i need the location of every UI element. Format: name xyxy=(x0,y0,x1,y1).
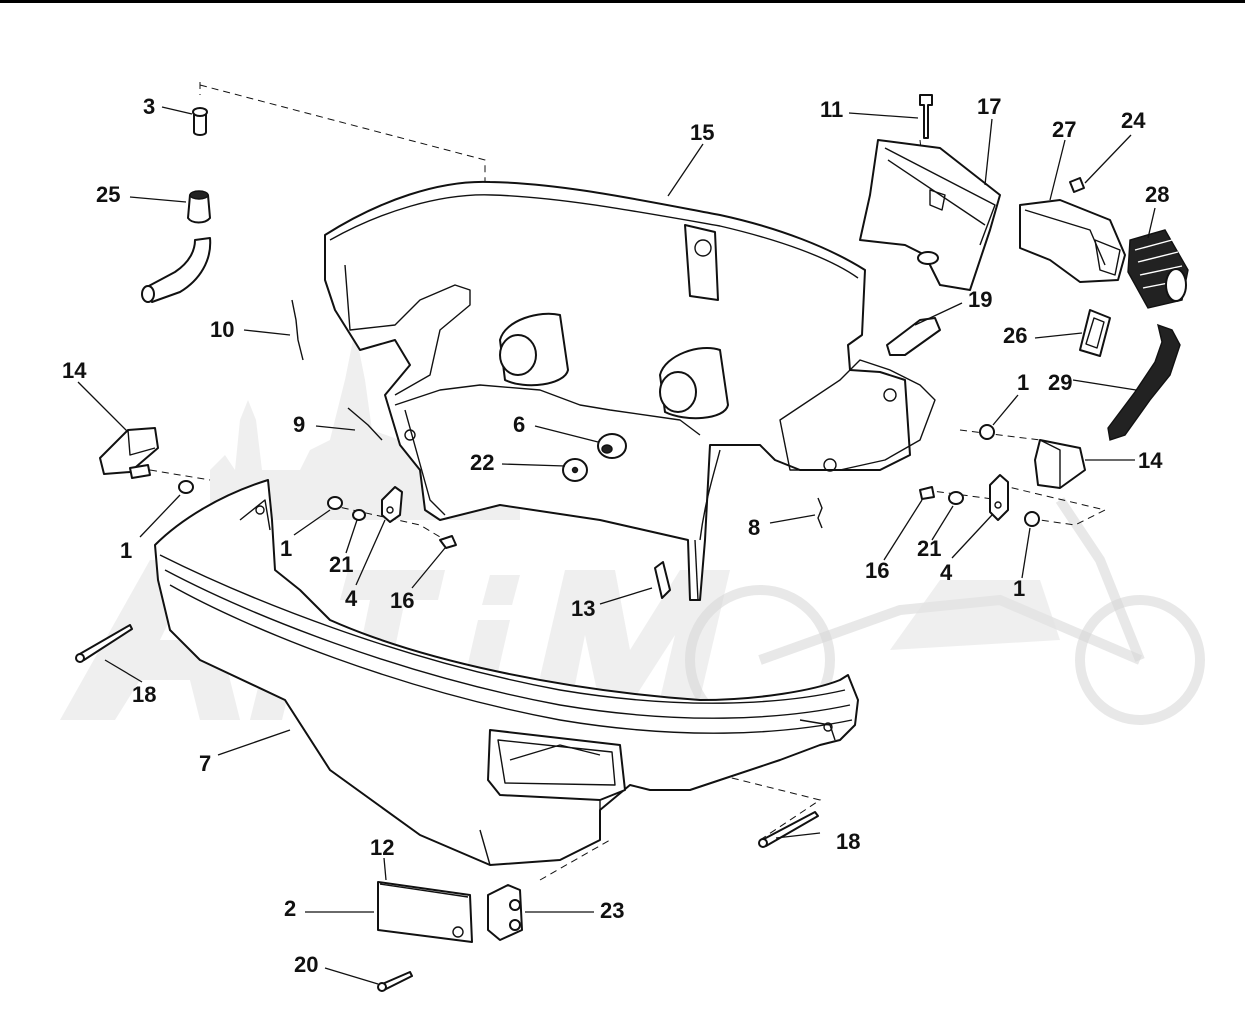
part-16-screw-left xyxy=(439,535,457,549)
part-1-bushing-right-b xyxy=(1024,511,1040,527)
callout-26: 26 xyxy=(1003,323,1027,348)
callout-18-left: 18 xyxy=(132,682,156,707)
callout-1-right-b: 1 xyxy=(1013,576,1025,601)
callout-1-left-a: 1 xyxy=(120,538,132,563)
callout-3: 3 xyxy=(143,94,155,119)
part-2-plate xyxy=(377,881,473,943)
part-10-wire xyxy=(291,299,304,361)
part-15-upper-cover xyxy=(324,180,936,601)
callout-1-right-a: 1 xyxy=(1017,370,1029,395)
part-1-bushing-left-b xyxy=(327,496,343,510)
callout-17: 17 xyxy=(977,94,1001,119)
callout-7: 7 xyxy=(199,751,211,776)
callout-6: 6 xyxy=(513,412,525,437)
callout-16-left: 16 xyxy=(390,588,414,613)
top-border xyxy=(0,0,1245,3)
part-19-u-bracket xyxy=(886,317,941,356)
part-26-gasket xyxy=(1079,309,1111,357)
hose-part xyxy=(141,237,212,303)
part-1-bushing-right-a xyxy=(979,424,995,440)
callout-28: 28 xyxy=(1145,182,1169,207)
callout-11: 11 xyxy=(820,97,843,122)
part-14-latch-right xyxy=(1034,439,1086,489)
part-17-bracket xyxy=(859,139,1001,291)
part-21-washer-left xyxy=(352,509,366,521)
callout-16-right: 16 xyxy=(865,558,889,583)
callout-8: 8 xyxy=(748,515,760,540)
part-3-screw xyxy=(192,107,208,136)
part-24-screw xyxy=(1069,177,1085,193)
callout-4-left: 4 xyxy=(345,586,358,611)
callout-29: 29 xyxy=(1048,370,1072,395)
part-8-spring xyxy=(817,497,823,529)
callout-10: 10 xyxy=(210,317,234,342)
part-29-corrugated-hose xyxy=(1107,323,1181,441)
part-13-clip xyxy=(654,561,671,599)
leader-lines xyxy=(77,106,1156,985)
callout-14-left: 14 xyxy=(62,358,87,383)
part-9-wire xyxy=(347,407,383,441)
callout-13: 13 xyxy=(571,596,595,621)
callout-18-right: 18 xyxy=(836,829,860,854)
callout-25: 25 xyxy=(96,182,120,207)
part-18-bolt-left xyxy=(75,624,133,663)
callout-22: 22 xyxy=(470,450,494,475)
callout-27: 27 xyxy=(1052,117,1076,142)
part-28-boot xyxy=(1127,229,1189,309)
part-1-bushing-left-a xyxy=(178,480,194,494)
part-14-latch-left xyxy=(99,427,159,479)
callout-19: 19 xyxy=(968,287,992,312)
part-18-bolt-right xyxy=(758,811,819,848)
callout-labels: 3 25 10 14 9 1 1 21 4 16 18 7 12 2 20 23… xyxy=(62,94,1169,977)
part-21-washer-right xyxy=(948,491,964,505)
callout-1-left-b: 1 xyxy=(280,536,292,561)
part-4-latch-plate-right xyxy=(989,474,1009,521)
part-6-plug xyxy=(597,433,627,459)
part-23-bracket xyxy=(487,884,523,941)
callout-4-right: 4 xyxy=(940,560,953,585)
part-11-bolt xyxy=(919,94,933,139)
callout-21-right: 21 xyxy=(917,536,941,561)
callout-12: 12 xyxy=(370,835,394,860)
part-4-latch-plate-left xyxy=(381,486,403,523)
callout-2: 2 xyxy=(284,896,296,921)
callout-20: 20 xyxy=(294,952,318,977)
callout-21-left: 21 xyxy=(329,552,353,577)
callout-24: 24 xyxy=(1121,108,1146,133)
callout-15: 15 xyxy=(690,120,714,145)
part-22-washer xyxy=(562,458,588,482)
part-7-lower-cover xyxy=(154,479,859,866)
part-27-housing xyxy=(1019,199,1126,283)
callout-9: 9 xyxy=(293,412,305,437)
callout-14-right: 14 xyxy=(1138,448,1163,473)
part-25-grommet xyxy=(187,190,211,224)
part-20-screw xyxy=(377,971,413,992)
callout-23: 23 xyxy=(600,898,624,923)
part-16-screw-right xyxy=(919,486,935,500)
